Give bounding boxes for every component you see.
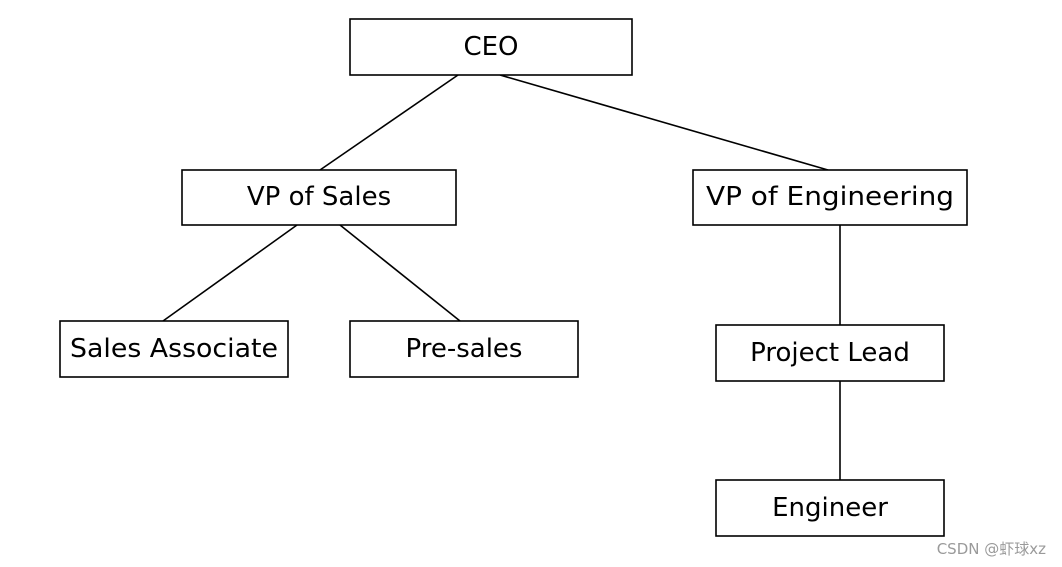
edge-ceo-vp-sales	[319, 74, 459, 171]
node-project-lead: Project Lead	[715, 324, 945, 382]
node-sales-associate-label: Sales Associate	[70, 334, 278, 364]
node-vp-sales-label: VP of Sales	[247, 182, 391, 212]
node-ceo: CEO	[349, 18, 633, 76]
node-pre-sales: Pre-sales	[349, 320, 579, 378]
watermark: CSDN @虾球xz	[936, 540, 1046, 558]
node-vp-engineering-label: VP of Engineering	[706, 182, 954, 212]
edge-ceo-vp-engineering	[499, 74, 829, 171]
node-pre-sales-label: Pre-sales	[406, 334, 523, 364]
node-vp-sales: VP of Sales	[181, 169, 457, 226]
node-engineer: Engineer	[715, 479, 945, 537]
node-project-lead-label: Project Lead	[750, 338, 910, 368]
node-ceo-label: CEO	[463, 32, 518, 62]
edge-vp-sales-sales-associate	[162, 224, 298, 322]
node-vp-engineering: VP of Engineering	[692, 169, 968, 226]
node-sales-associate: Sales Associate	[59, 320, 289, 378]
edge-vp-sales-pre-sales	[339, 224, 461, 322]
node-engineer-label: Engineer	[772, 493, 888, 523]
